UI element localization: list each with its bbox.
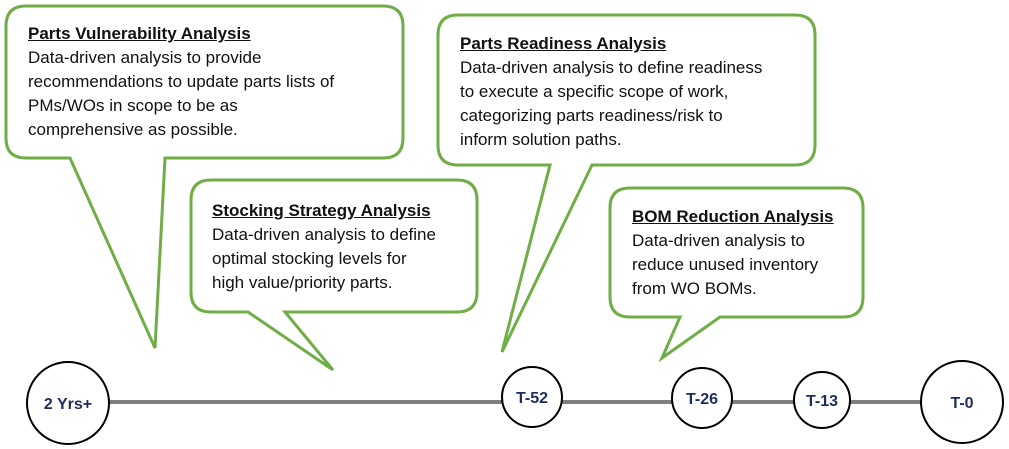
callout-title: Parts Vulnerability Analysis — [28, 24, 251, 43]
callout-line: from WO BOMs. — [632, 279, 757, 298]
callout-line: reduce unused inventory — [632, 255, 819, 274]
callout-line: to execute a specific scope of work, — [460, 82, 729, 101]
callout-shape-parts-vulnerability — [4, 4, 405, 349]
callout-bom-reduction: BOM Reduction Analysis Data-driven analy… — [632, 205, 860, 301]
milestone-label: T-13 — [806, 393, 838, 410]
callout-parts-readiness: Parts Readiness Analysis Data-driven ana… — [460, 32, 812, 152]
callout-line: PMs/WOs in scope to be as — [28, 96, 238, 115]
callout-shape-stocking-strategy — [189, 178, 479, 372]
milestone-label: 2 Yrs+ — [44, 396, 92, 413]
callout-title: BOM Reduction Analysis — [632, 207, 834, 226]
milestone-t13: T-13 — [793, 371, 851, 429]
milestone-t0: T-0 — [920, 360, 1004, 444]
milestone-label: T-0 — [950, 395, 973, 412]
milestone-t26: T-26 — [671, 367, 733, 429]
callout-line: recommendations to update parts lists of — [28, 72, 335, 91]
callout-shape-parts-readiness — [436, 13, 817, 353]
milestone-label: T-52 — [516, 390, 548, 407]
callout-title: Parts Readiness Analysis — [460, 34, 667, 53]
callout-line: Data-driven analysis to define — [212, 225, 436, 244]
callout-line: high value/priority parts. — [212, 273, 393, 292]
milestone-2yrs: 2 Yrs+ — [26, 361, 110, 445]
milestone-t52: T-52 — [501, 366, 563, 428]
milestone-label: T-26 — [686, 391, 718, 408]
callout-line: Data-driven analysis to — [632, 231, 805, 250]
callout-parts-vulnerability: Parts Vulnerability Analysis Data-driven… — [28, 22, 400, 142]
callout-line: Data-driven analysis to define readiness — [460, 58, 763, 77]
callout-line: inform solution paths. — [460, 130, 622, 149]
callout-line: categorizing parts readiness/risk to — [460, 106, 723, 125]
callout-line: comprehensive as possible. — [28, 120, 238, 139]
callout-shape-bom-reduction — [608, 186, 865, 363]
callout-line: Data-driven analysis to provide — [28, 48, 262, 67]
callout-title: Stocking Strategy Analysis — [212, 201, 431, 220]
callout-stocking-strategy: Stocking Strategy Analysis Data-driven a… — [212, 199, 474, 295]
callout-line: optimal stocking levels for — [212, 249, 407, 268]
